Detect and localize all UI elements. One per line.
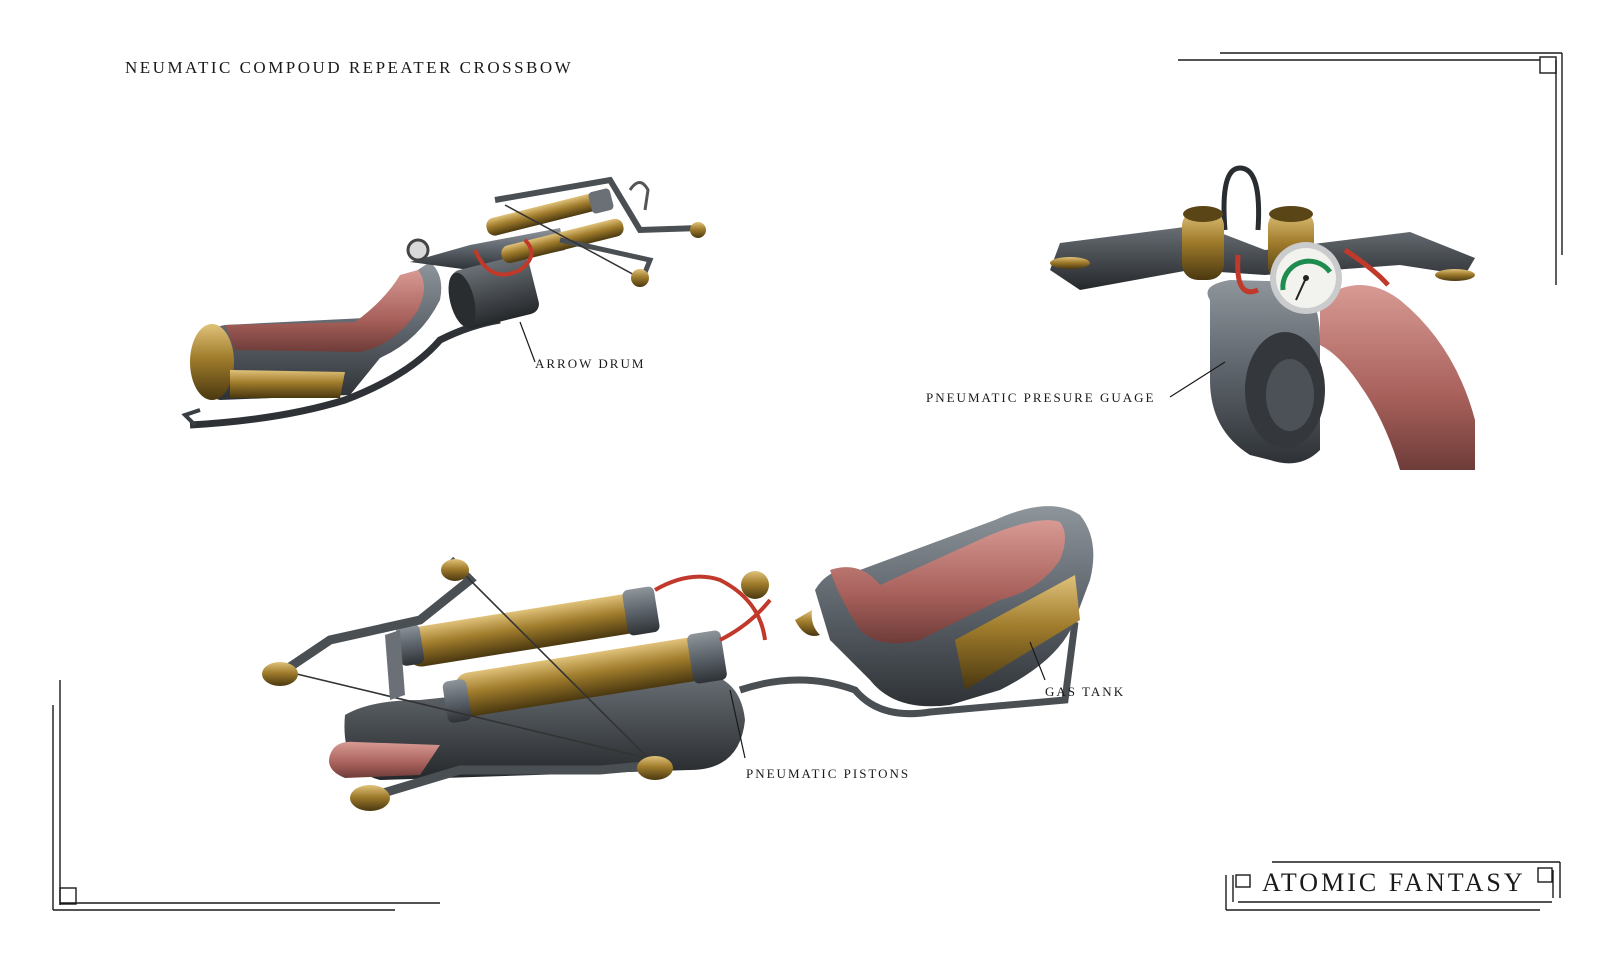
frame-bottom-left	[52, 680, 440, 911]
brand-frame	[1225, 861, 1561, 911]
leader-gas-tank	[1029, 641, 1046, 681]
leader-pistons	[729, 689, 746, 759]
pressure-gauge-icon	[1270, 242, 1342, 314]
leader-arrow-drum	[519, 321, 536, 363]
crossbow-side-view	[181, 176, 706, 429]
pulley-wheel-icon	[262, 559, 673, 811]
callout-gas-tank: GAS TANK	[1045, 684, 1126, 699]
frame-top-right	[1178, 52, 1563, 285]
crossbow-perspective-view	[262, 506, 1094, 811]
callout-pressure-gauge: PNEUMATIC PRESURE GUAGE	[926, 390, 1156, 405]
brand-logo: ATOMIC FANTASY	[1262, 868, 1526, 897]
callout-arrow-drum: ARROW DRUM	[535, 356, 646, 371]
page-title: NEUMATIC COMPOUD REPEATER CROSSBOW	[125, 58, 574, 77]
callout-pistons: PNEUMATIC PISTONS	[746, 766, 911, 781]
crossbow-rear-view	[1050, 165, 1475, 470]
leader-pressure-gauge	[1169, 361, 1226, 398]
callout-leaders	[519, 321, 1226, 759]
